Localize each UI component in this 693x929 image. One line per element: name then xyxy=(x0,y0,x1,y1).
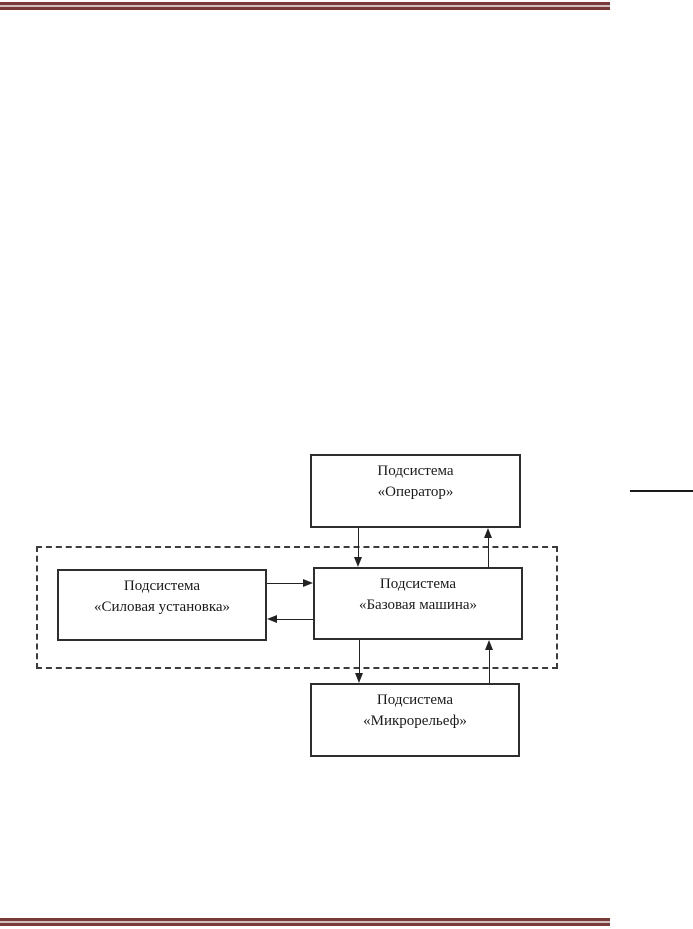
connector-microrelief-to-base xyxy=(488,650,490,683)
arrow-down-icon xyxy=(353,557,362,567)
box-label-line1: Подсистема xyxy=(123,578,201,594)
arrow-right-icon xyxy=(303,578,313,587)
box-label-line2: «Оператор» xyxy=(377,484,454,500)
box-label-line1: Подсистема xyxy=(376,692,454,708)
box-label-line1: Подсистема xyxy=(379,576,457,592)
box-subsystem-power-unit: Подсистема «Силовая установка» xyxy=(57,569,267,641)
arrow-up-icon xyxy=(484,640,493,650)
top-page-rule xyxy=(0,2,610,10)
bottom-page-rule xyxy=(0,918,610,926)
arrow-up-icon xyxy=(483,528,492,538)
connector-base-to-microrelief xyxy=(358,640,360,673)
arrow-left-icon xyxy=(267,614,277,623)
box-subsystem-microrelief: Подсистема «Микрорельеф» xyxy=(310,683,520,757)
connector-operator-to-base xyxy=(357,528,359,558)
connector-base-to-power xyxy=(277,618,313,620)
footnote-separator-line xyxy=(630,490,693,492)
box-subsystem-operator: Подсистема «Оператор» xyxy=(310,454,521,528)
box-label-line2: «Силовая установка» xyxy=(93,599,231,615)
box-label-line2: «Микрорельеф» xyxy=(363,713,467,729)
box-label-line2: «Базовая машина» xyxy=(358,597,478,613)
dashed-group-frame xyxy=(36,546,558,669)
connector-base-to-operator xyxy=(487,538,489,567)
arrow-down-icon xyxy=(354,673,363,683)
box-subsystem-base-machine: Подсистема «Базовая машина» xyxy=(313,567,523,640)
connector-power-to-base xyxy=(267,582,303,584)
box-label-line1: Подсистема xyxy=(377,463,454,479)
